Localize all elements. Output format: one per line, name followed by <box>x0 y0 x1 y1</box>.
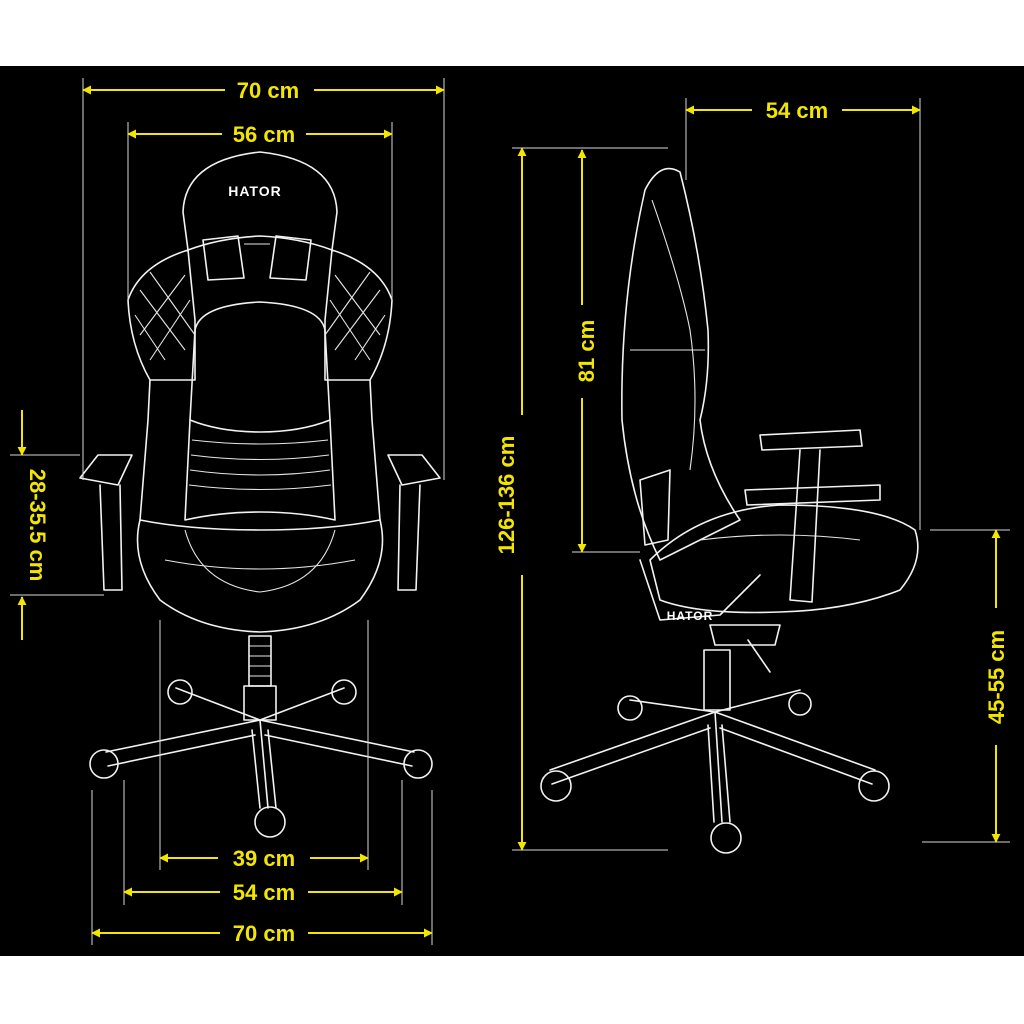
side-chair-outline: HATOR <box>540 167 919 854</box>
side-brand-logo: HATOR <box>667 609 714 623</box>
dim-side-seat-height: 45-55 cm <box>984 630 1009 724</box>
dim-front-overall-width-bottom: 70 cm <box>233 921 295 946</box>
drawing-area <box>0 66 1024 956</box>
dim-side-depth: 54 cm <box>766 98 828 123</box>
dim-front-overall-width-top: 70 cm <box>237 78 299 103</box>
dimension-lines <box>17 85 1001 938</box>
dim-front-armrest-height: 28-35.5 cm <box>25 469 50 582</box>
dim-front-backrest-width: 56 cm <box>233 122 295 147</box>
front-brand-logo: HATOR <box>228 183 281 199</box>
front-chair-outline <box>79 151 441 838</box>
dim-side-backrest-height: 81 cm <box>574 320 599 382</box>
dim-side-total-height: 126-136 cm <box>494 436 519 555</box>
dim-front-base-width: 54 cm <box>233 880 295 905</box>
dim-front-seat-width: 39 cm <box>233 846 295 871</box>
